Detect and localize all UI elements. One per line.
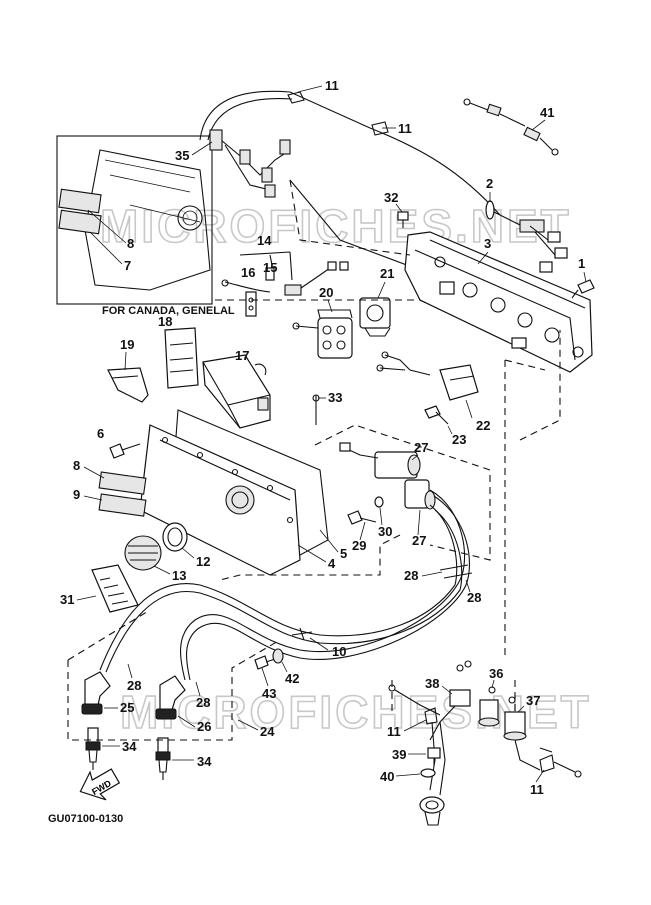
switch-36 xyxy=(478,686,500,727)
label-8 xyxy=(98,471,147,495)
bolt-29 xyxy=(347,510,377,525)
callout-23: 23 xyxy=(452,432,466,447)
callout-30: 30 xyxy=(378,524,392,539)
callout-40: 40 xyxy=(380,769,394,784)
callout-39: 39 xyxy=(392,747,406,762)
callout-28-d: 28 xyxy=(196,695,210,710)
washer-30 xyxy=(374,496,384,508)
grommet-2 xyxy=(485,200,568,273)
inset-caption: FOR CANADA, GENELAL xyxy=(102,305,235,317)
bracket-19 xyxy=(107,367,149,403)
plug-cap-25 xyxy=(81,671,111,715)
watermark-upper: MICROFICHES.NET xyxy=(100,200,572,252)
main-switch-20 xyxy=(292,309,353,359)
clamp-11-d xyxy=(539,747,582,778)
callout-24: 24 xyxy=(260,724,275,739)
callout-28-a: 28 xyxy=(404,568,418,583)
callout-28-c: 28 xyxy=(127,678,141,693)
rectifier-22 xyxy=(376,351,479,401)
callout-5: 5 xyxy=(340,546,347,561)
callout-19: 19 xyxy=(120,337,134,352)
cover-4 xyxy=(139,424,301,576)
callout-10: 10 xyxy=(332,644,346,659)
bolt-6 xyxy=(109,443,141,459)
plug-cap-26 xyxy=(155,675,186,720)
callout-16: 16 xyxy=(241,265,255,280)
callout-15: 15 xyxy=(263,260,277,275)
bolt-23 xyxy=(424,405,449,425)
washer-40 xyxy=(420,768,436,778)
spark-plug-34-b xyxy=(155,737,171,780)
callout-43: 43 xyxy=(262,686,276,701)
callout-6: 6 xyxy=(97,426,104,441)
wire-harness xyxy=(199,90,501,271)
wire-lead-41 xyxy=(463,98,559,156)
fwd-arrow-icon: FWD xyxy=(79,768,121,801)
callout-12: 12 xyxy=(196,554,210,569)
seal-12 xyxy=(162,522,188,552)
callout-41: 41 xyxy=(540,105,554,120)
callout-26: 26 xyxy=(197,719,211,734)
callout-38: 38 xyxy=(425,676,439,691)
callout-29: 29 xyxy=(352,538,366,553)
callout-11-d: 11 xyxy=(530,782,544,797)
callout-11-b: 11 xyxy=(398,121,412,136)
collar-42 xyxy=(272,648,284,664)
callout-37: 37 xyxy=(526,693,540,708)
callout-32: 32 xyxy=(384,190,398,205)
band-33 xyxy=(312,394,320,425)
callout-31: 31 xyxy=(60,592,74,607)
bolt-39 xyxy=(427,747,441,766)
callout-17: 17 xyxy=(235,348,249,363)
band-10 xyxy=(291,627,313,641)
callout-34-b: 34 xyxy=(197,754,212,769)
callout-8-inset: 8 xyxy=(127,236,134,251)
switch-group-14 xyxy=(221,251,349,317)
callout-20: 20 xyxy=(319,285,333,300)
callout-35: 35 xyxy=(175,148,189,163)
callout-27-b: 27 xyxy=(412,533,426,548)
cdi-unit-17 xyxy=(202,354,271,429)
callout-36: 36 xyxy=(489,666,503,681)
dashed-outlines xyxy=(67,179,561,741)
drawing-code: GU07100-0130 xyxy=(48,813,123,825)
canada-inset: FOR CANADA, GENELAL xyxy=(56,135,235,317)
callout-21: 21 xyxy=(380,266,394,281)
callout-11-a: 11 xyxy=(325,78,339,93)
callout-9: 9 xyxy=(73,487,80,502)
callout-13: 13 xyxy=(172,568,186,583)
label-9 xyxy=(98,493,147,517)
callout-28-b: 28 xyxy=(467,590,481,605)
bracket-3 xyxy=(404,231,593,373)
callout-18: 18 xyxy=(158,314,172,329)
callout-1: 1 xyxy=(578,256,585,271)
switch-37 xyxy=(503,696,541,771)
screw-32 xyxy=(397,211,409,228)
callout-2: 2 xyxy=(486,176,493,191)
callout-33: 33 xyxy=(328,390,342,405)
fuse-holder-31 xyxy=(91,564,139,613)
callout-25: 25 xyxy=(120,700,134,715)
ignition-coil-27 xyxy=(339,442,436,510)
callout-7: 7 xyxy=(124,258,131,273)
clamp-11-c xyxy=(424,707,446,796)
high-tension-cords xyxy=(99,489,473,681)
cap-13 xyxy=(124,535,162,571)
callout-42: 42 xyxy=(285,671,299,686)
callout-22: 22 xyxy=(476,418,490,433)
callout-14: 14 xyxy=(257,233,272,248)
grommet-bottom xyxy=(419,796,445,826)
callout-8: 8 xyxy=(73,458,80,473)
callout-3: 3 xyxy=(484,236,491,251)
spark-plug-34-a xyxy=(85,727,101,770)
callout-11-c: 11 xyxy=(387,724,401,739)
kill-switch-21 xyxy=(359,297,391,337)
callout-34-a: 34 xyxy=(122,739,137,754)
callout-4: 4 xyxy=(328,556,336,571)
relay-18 xyxy=(164,327,199,389)
